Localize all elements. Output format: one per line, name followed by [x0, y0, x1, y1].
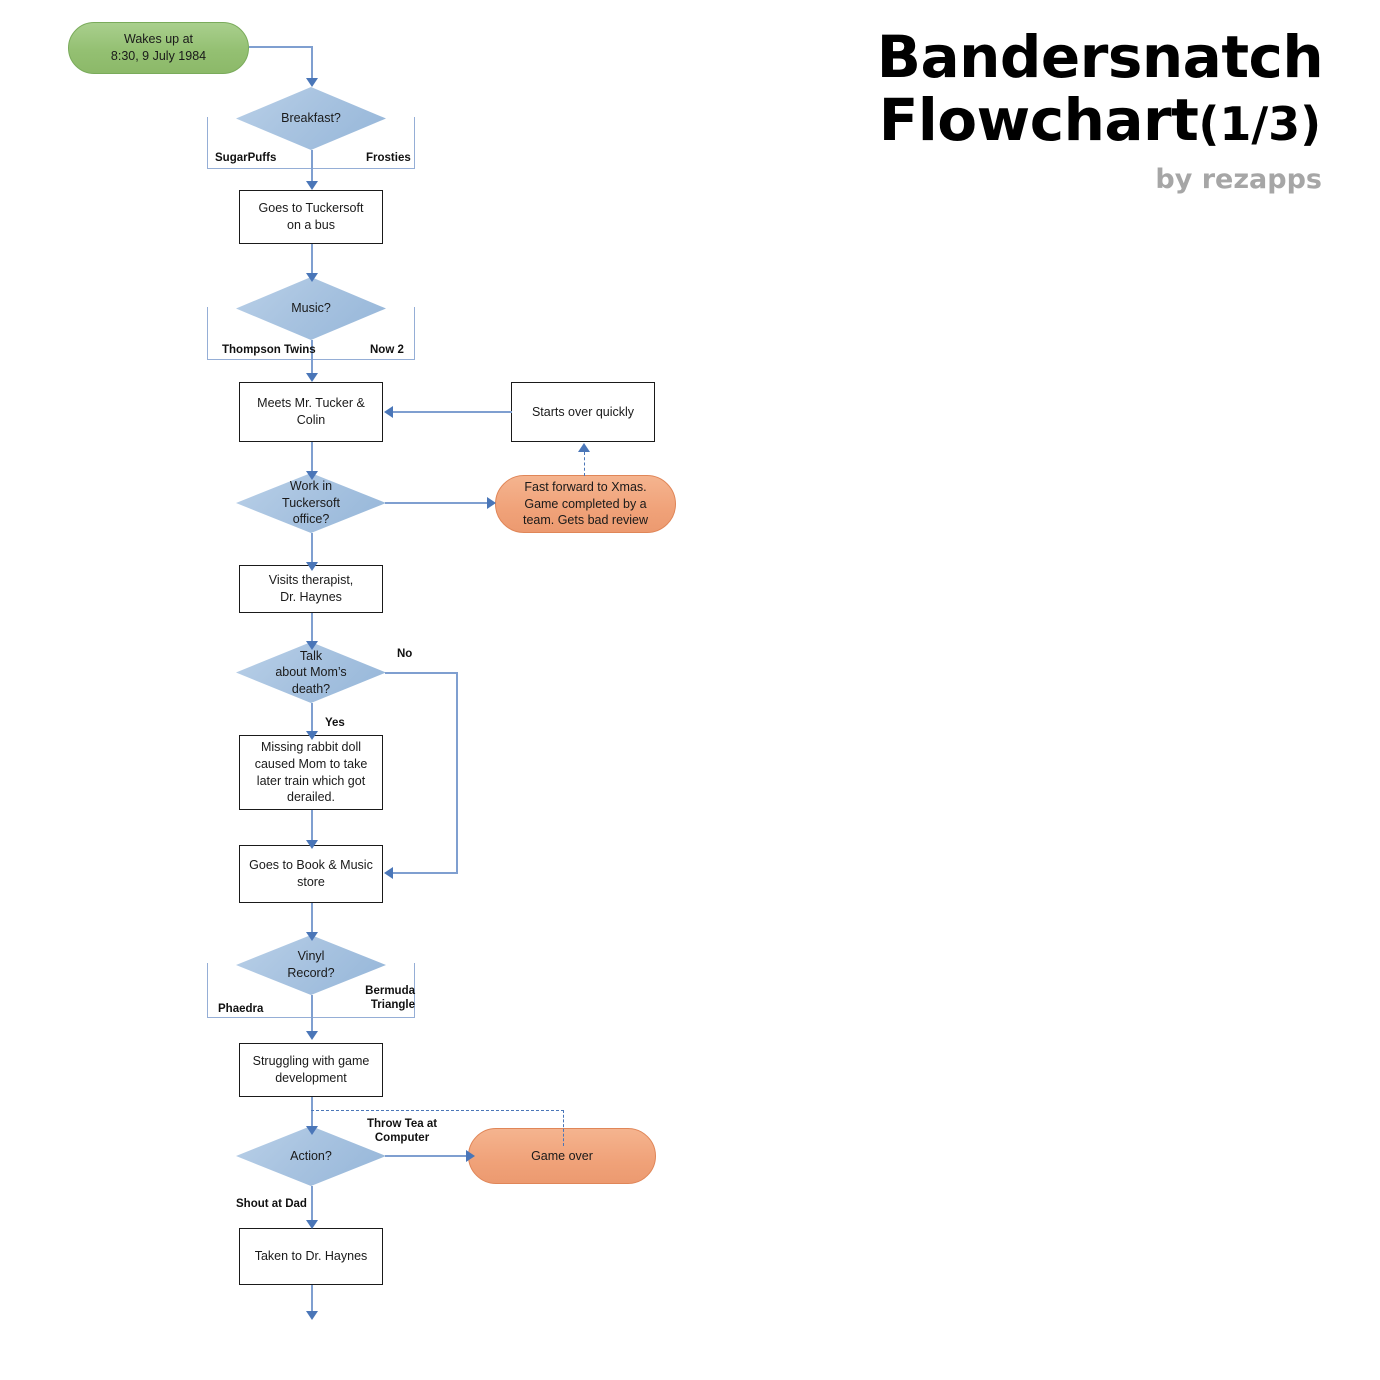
node-goes-to-tuckersoft-label: Goes to Tuckersoft on a bus: [258, 201, 364, 232]
node-missing-rabbit-doll-label: Missing rabbit doll caused Mom to take l…: [254, 740, 368, 805]
node-taken-to-dr-haynes-label: Taken to Dr. Haynes: [254, 1249, 368, 1264]
node-action-label: Action?: [290, 1148, 332, 1163]
node-meets-mr-tucker-label: Meets Mr. Tucker & Colin: [257, 396, 365, 427]
node-taken-to-dr-haynes[interactable]: Taken to Dr. Haynes: [239, 1228, 383, 1285]
connector-gameover-loop-h: [311, 1110, 564, 1111]
arrowhead-action-in: [306, 1126, 318, 1135]
arrowhead-store-in: [306, 840, 318, 849]
branch-label-throw-tea: Throw Tea at Computer: [367, 1118, 438, 1144]
node-wakes-up[interactable]: Wakes up at 8:30, 9 July 1984: [68, 22, 249, 74]
branch-label-now2: Now 2: [370, 344, 404, 356]
node-vinyl-record-decision[interactable]: Vinyl Record?: [236, 935, 386, 995]
arrowhead-vinyl-in: [306, 932, 318, 941]
connector-rabbitdoll-to-store: [311, 810, 313, 843]
node-work-in-office-label: Work in Tuckersoft office?: [282, 479, 340, 527]
branch-label-bermuda-triangle: Bermuda Triangle: [365, 985, 415, 1011]
connector-action-to-gameover: [385, 1155, 468, 1157]
node-action-decision[interactable]: Action?: [236, 1126, 386, 1186]
node-struggling-label: Struggling with game development: [252, 1054, 370, 1085]
arrowhead-gameover-in: [466, 1150, 475, 1162]
connector-action-to-haynes: [311, 1186, 313, 1223]
connector-work-to-therapist: [311, 533, 313, 565]
arrowhead-startsover-in: [578, 443, 590, 452]
connector-store-to-vinyl: [311, 903, 313, 935]
node-missing-rabbit-doll[interactable]: Missing rabbit doll caused Mom to take l…: [239, 735, 383, 810]
connector-wakes-to-breakfast-v: [311, 46, 313, 79]
node-music-label: Music?: [291, 301, 331, 316]
branch-label-phaedra: Phaedra: [218, 1003, 264, 1015]
node-book-music-store[interactable]: Goes to Book & Music store: [239, 845, 383, 903]
title-block: Bandersnatch Flowchart(1/3) by rezapps: [850, 23, 1350, 196]
node-vinyl-record-label: Vinyl Record?: [287, 949, 335, 980]
connector-haynes-continues: [311, 1285, 313, 1313]
connector-tucker-to-work: [311, 442, 313, 473]
connector-talkmom-yes: [311, 703, 313, 733]
connector-talkmom-no-v: [456, 672, 458, 873]
connector-talkmom-no-h: [385, 672, 458, 674]
connector-therapist-to-talkmom: [311, 613, 313, 643]
byline: by rezapps: [1155, 164, 1322, 196]
node-talk-about-mom-label: Talk about Mom’s death?: [275, 648, 347, 696]
arrowhead-bus-in: [306, 181, 318, 190]
arrowhead-breakfast-in: [306, 78, 318, 87]
branch-label-no: No: [397, 648, 413, 660]
connector-work-to-fastforward: [385, 502, 489, 504]
arrowhead-tucker-left-in: [384, 406, 393, 418]
connector-bus-to-music: [311, 244, 313, 275]
node-visits-therapist[interactable]: Visits therapist, Dr. Haynes: [239, 565, 383, 613]
node-music-decision[interactable]: Music?: [236, 277, 386, 340]
connector-startsover-to-tucker: [393, 411, 512, 413]
arrowhead-work-in: [306, 471, 318, 480]
node-starts-over-quickly[interactable]: Starts over quickly: [511, 382, 655, 442]
connector-vinyl-to-struggling: [311, 995, 313, 1033]
connector-wakes-to-breakfast-h: [249, 46, 313, 48]
node-breakfast-decision[interactable]: Breakfast?: [236, 87, 386, 150]
node-game-over[interactable]: Game over: [468, 1128, 656, 1184]
arrowhead-store-left-in: [384, 867, 393, 879]
node-work-in-office-decision[interactable]: Work in Tuckersoft office?: [236, 473, 386, 533]
node-visits-therapist-label: Visits therapist, Dr. Haynes: [268, 573, 354, 604]
connector-gameover-loop-v: [563, 1110, 564, 1146]
node-fast-forward-xmas-label: Fast forward to Xmas. Game completed by …: [522, 480, 649, 528]
arrowhead-therapist-in: [306, 562, 318, 571]
node-meets-mr-tucker[interactable]: Meets Mr. Tucker & Colin: [239, 382, 383, 442]
arrowhead-fastforward-in: [487, 497, 496, 509]
arrowhead-haynes-in: [306, 1220, 318, 1229]
node-goes-to-tuckersoft[interactable]: Goes to Tuckersoft on a bus: [239, 190, 383, 244]
branch-label-yes: Yes: [325, 717, 345, 729]
arrowhead-rabbitdoll-in: [306, 731, 318, 740]
node-starts-over-quickly-label: Starts over quickly: [531, 404, 635, 419]
page-title-line2: Flowchart(1/3): [850, 91, 1350, 150]
arrowhead-struggling-in: [306, 1031, 318, 1040]
node-wakes-up-label: Wakes up at 8:30, 9 July 1984: [110, 32, 207, 63]
connector-struggling-to-action: [311, 1097, 313, 1129]
node-game-over-label: Game over: [531, 1148, 593, 1163]
branch-label-thompson-twins: Thompson Twins: [222, 344, 316, 356]
node-fast-forward-xmas[interactable]: Fast forward to Xmas. Game completed by …: [495, 475, 676, 533]
branch-label-shout-at-dad: Shout at Dad: [236, 1198, 307, 1210]
page-title-line1: Bandersnatch: [876, 23, 1324, 91]
node-struggling-with-game-dev[interactable]: Struggling with game development: [239, 1043, 383, 1097]
page-title-main: Flowchart: [878, 86, 1199, 155]
connector-talkmom-no-join: [392, 872, 458, 874]
page-title-part: (1/3): [1198, 97, 1322, 152]
connector-fastforward-to-startsover-dashed: [584, 452, 585, 476]
arrowhead-tucker-in: [306, 373, 318, 382]
node-book-music-store-label: Goes to Book & Music store: [249, 858, 373, 889]
node-talk-about-mom-decision[interactable]: Talk about Mom’s death?: [236, 642, 386, 703]
connector-music-to-tucker: [311, 340, 313, 375]
arrowhead-music-in: [306, 273, 318, 282]
node-breakfast-label: Breakfast?: [281, 111, 341, 126]
connector-breakfast-to-bus: [311, 150, 313, 182]
arrowhead-talkmom-in: [306, 641, 318, 650]
arrowhead-continues-down: [306, 1311, 318, 1320]
branch-label-frosties: Frosties: [366, 152, 411, 164]
branch-label-sugarpuffs: SugarPuffs: [215, 152, 277, 164]
